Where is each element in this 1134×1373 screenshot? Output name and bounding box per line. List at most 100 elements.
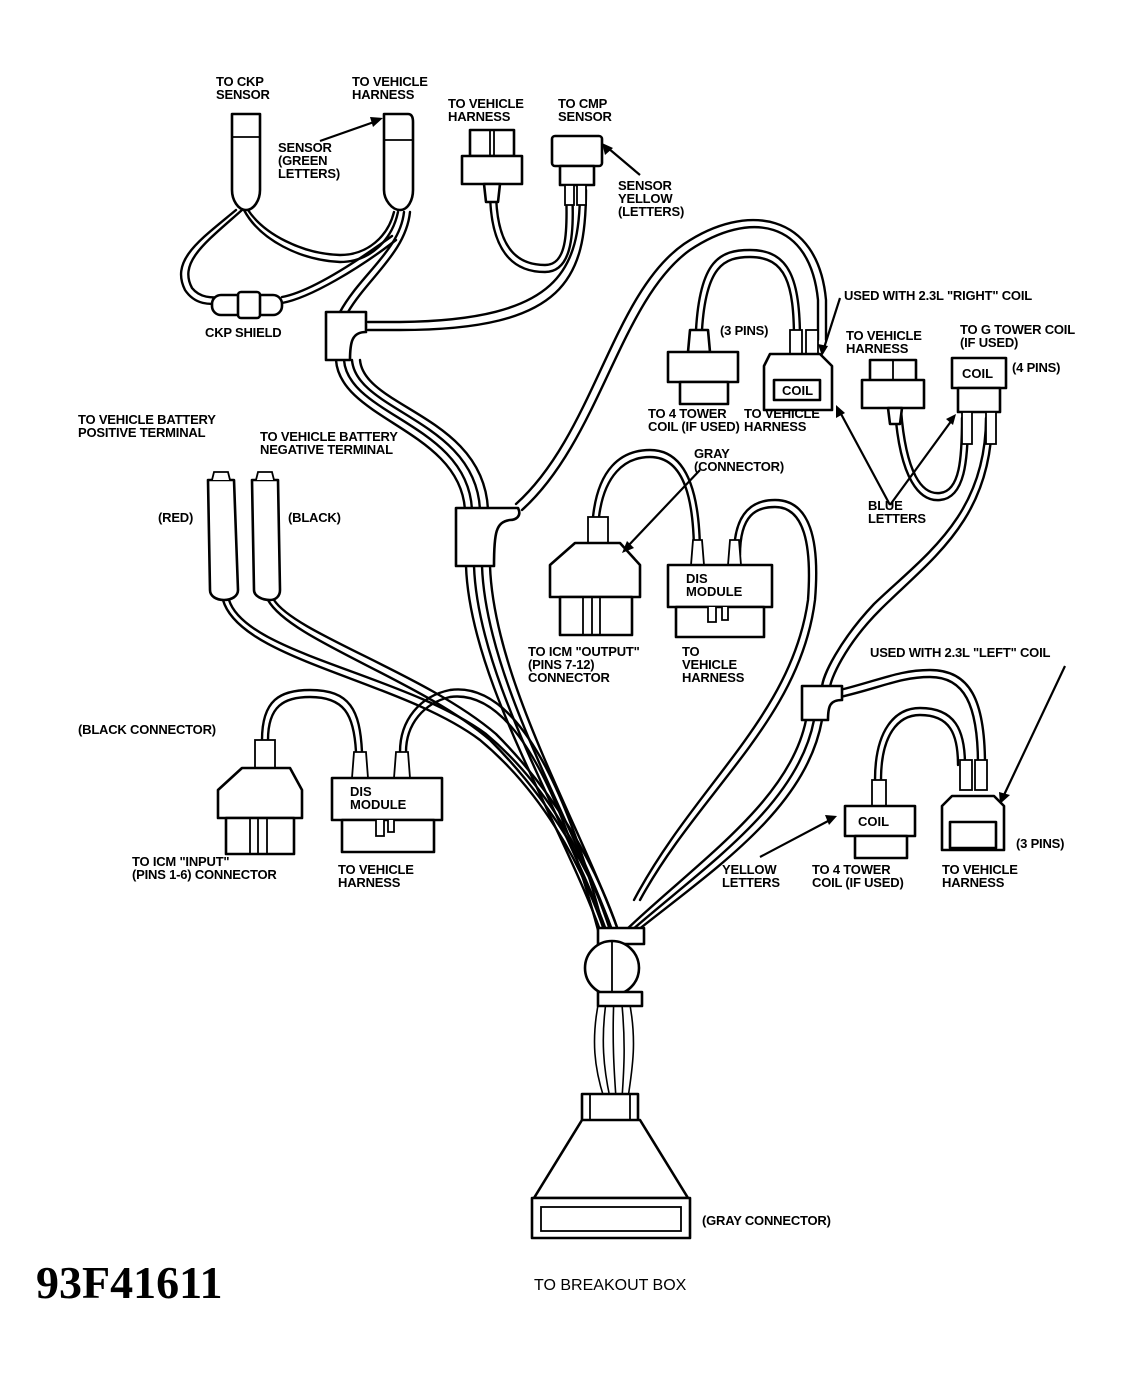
right-coil-jumper-a	[694, 248, 802, 342]
battery-positive-clip[interactable]	[206, 471, 240, 602]
left-coil-trunk-c	[636, 718, 824, 932]
trunk-upper-b	[342, 358, 474, 512]
icm-input-connector[interactable]	[216, 739, 304, 856]
label-icm-output: TO ICM "OUTPUT"(PINS 7-12)CONNECTOR	[528, 644, 640, 685]
bundle-wire-1	[593, 994, 605, 1099]
label-left-coil-box: COIL	[858, 814, 889, 829]
bundle-wire-2	[602, 994, 611, 1099]
ckp-sensor-wire-a	[179, 208, 238, 306]
dis-module-upper[interactable]	[666, 539, 774, 639]
left-coil-harness-a	[838, 668, 987, 767]
bundle-wire-4	[620, 994, 625, 1099]
right-coil-jumper-b	[700, 255, 796, 342]
leader-lines	[319, 117, 1066, 858]
ckp-sensor-connector[interactable]	[230, 112, 262, 212]
parts	[206, 112, 1008, 1240]
dis-lower-lead-a	[398, 688, 606, 932]
label-ckp-shield: CKP SHIELD	[205, 325, 282, 340]
left-coil-4-tower-connector[interactable]	[843, 779, 917, 860]
trunk-lower-a	[464, 564, 602, 932]
trunk-upper-d	[358, 358, 490, 512]
ferrite-clamp	[583, 926, 646, 1008]
left-coil-trunk-b	[630, 718, 816, 932]
battery-negative-clip[interactable]	[250, 471, 282, 602]
lower-right-elbow-junction	[800, 684, 844, 722]
label-used-with-right-coil: USED WITH 2.3L "RIGHT" COIL	[844, 288, 1032, 303]
battery-red-lead-a	[221, 598, 606, 932]
right-4-tower-connector[interactable]	[666, 328, 740, 406]
trunk-lower-b	[472, 564, 608, 932]
label-gray-connector-note: GRAY(CONNECTOR)	[694, 446, 784, 474]
dis-lower-lead-b	[404, 695, 600, 932]
figure-id: 93F41611	[36, 1257, 223, 1308]
label-g-coil-box: COIL	[962, 366, 993, 381]
g-tower-coil-connector[interactable]	[950, 356, 1008, 445]
right-coil-loop-a	[520, 226, 820, 512]
label-to-g-tower-coil: TO G TOWER COIL(IF USED)	[960, 322, 1075, 350]
trunk-upper-a	[334, 358, 467, 512]
dis-module-lower[interactable]	[330, 751, 444, 854]
cmp-trunk-a	[366, 188, 582, 324]
cmp-loop-a	[488, 188, 574, 274]
battery-black-lead-a	[266, 598, 614, 932]
ckp-loop-wire-a	[242, 208, 400, 264]
label-icm-input: TO ICM "INPUT"(PINS 1-6) CONNECTOR	[132, 854, 277, 882]
g-coil-loop-b	[899, 408, 964, 495]
g-coil-trunk-a	[828, 416, 994, 690]
g-vehicle-harness-connector[interactable]	[860, 358, 926, 426]
left-coil-vehicle-harness-connector[interactable]	[940, 759, 1006, 852]
right-coil-loop-b	[514, 218, 828, 506]
wiring	[179, 188, 994, 1099]
cmp-sensor-connector[interactable]	[550, 134, 604, 206]
battery-red-lead-b	[227, 598, 612, 932]
cmp-trunk-b	[366, 188, 588, 332]
icm-output-connector[interactable]	[548, 516, 642, 637]
icm-output-loop-b	[597, 455, 696, 557]
g-coil-trunk-b	[820, 416, 988, 690]
bundle-wire-3	[612, 994, 617, 1099]
g-coil-loop-a	[893, 408, 970, 502]
ckp-shield-wire-a	[280, 238, 398, 305]
ckp-trunk-a	[338, 210, 406, 314]
label-red: (RED)	[158, 510, 193, 525]
middle-elbow-junction	[454, 506, 521, 568]
battery-black-lead-b	[272, 598, 620, 932]
ckp-vehicle-harness-connector[interactable]	[382, 112, 415, 212]
ckp-loop-wire-b	[246, 208, 396, 257]
label-g-four-pins: (4 PINS)	[1012, 360, 1060, 375]
cmp-vehicle-harness-connector[interactable]	[460, 128, 524, 204]
left-coil-jumper-a	[873, 706, 967, 782]
breakout-box-connector[interactable]	[530, 1092, 692, 1240]
icm-input-loop-a	[260, 688, 364, 754]
ckp-shield-wire-b	[280, 234, 394, 299]
icm-input-loop-b	[266, 695, 358, 754]
ckp-sensor-wire-b	[187, 208, 244, 299]
dis-upper-loop-b	[632, 505, 811, 902]
bundle-wire-5	[627, 994, 635, 1099]
right-coil-vehicle-harness-connector[interactable]	[762, 329, 834, 412]
cmp-loop-b	[494, 188, 568, 267]
left-coil-jumper-b	[879, 713, 960, 782]
label-right-three-pins: (3 PINS)	[720, 323, 768, 338]
dis-upper-loop-a	[638, 498, 818, 902]
label-gray-connector-bottom: (GRAY CONNECTOR)	[702, 1213, 831, 1228]
upper-elbow-junction	[324, 310, 368, 362]
label-used-with-left-coil: USED WITH 2.3L "LEFT" COIL	[870, 645, 1050, 660]
